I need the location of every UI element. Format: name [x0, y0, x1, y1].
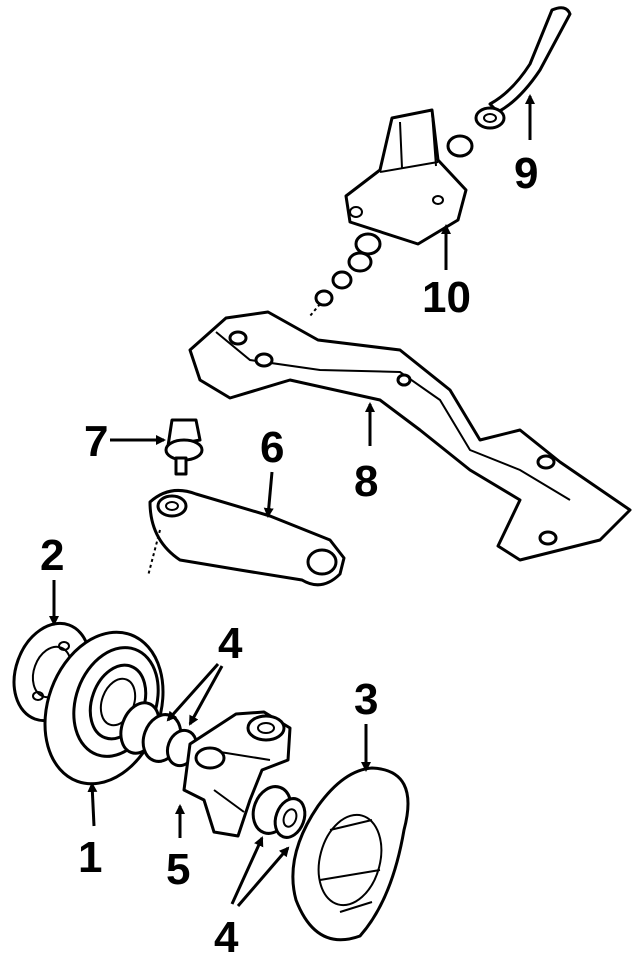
callout-3: 3 — [354, 675, 378, 724]
arrow-4a-2 — [188, 665, 224, 726]
arrow-4b-1 — [230, 836, 264, 905]
callout-2: 2 — [40, 531, 64, 580]
steering-knuckle — [182, 710, 292, 838]
leader-arrows — [49, 94, 535, 907]
mount-bracket — [309, 108, 474, 317]
arrow-1 — [87, 782, 98, 827]
lower-control-arm — [147, 488, 346, 587]
arrow-4b-2 — [236, 846, 290, 907]
arrow-4a-1 — [166, 663, 220, 722]
callout-9: 9 — [514, 149, 538, 198]
callout-4-upper: 4 — [218, 619, 243, 668]
callout-1: 1 — [78, 833, 102, 882]
stabilizer-link-rod — [474, 6, 572, 130]
callout-labels: 9 10 8 7 6 2 1 3 5 4 4 — [40, 149, 538, 960]
callout-4-lower: 4 — [214, 913, 239, 960]
callout-6: 6 — [260, 423, 284, 472]
crossmember — [188, 310, 632, 562]
wheel-bearings-outer — [251, 785, 307, 839]
arrow-6 — [263, 471, 274, 518]
callout-10: 10 — [422, 273, 471, 322]
splash-shield — [291, 766, 410, 942]
callout-8: 8 — [354, 457, 378, 506]
callout-7: 7 — [84, 417, 108, 466]
mounting-bolt — [164, 418, 204, 476]
callout-5: 5 — [166, 845, 190, 894]
